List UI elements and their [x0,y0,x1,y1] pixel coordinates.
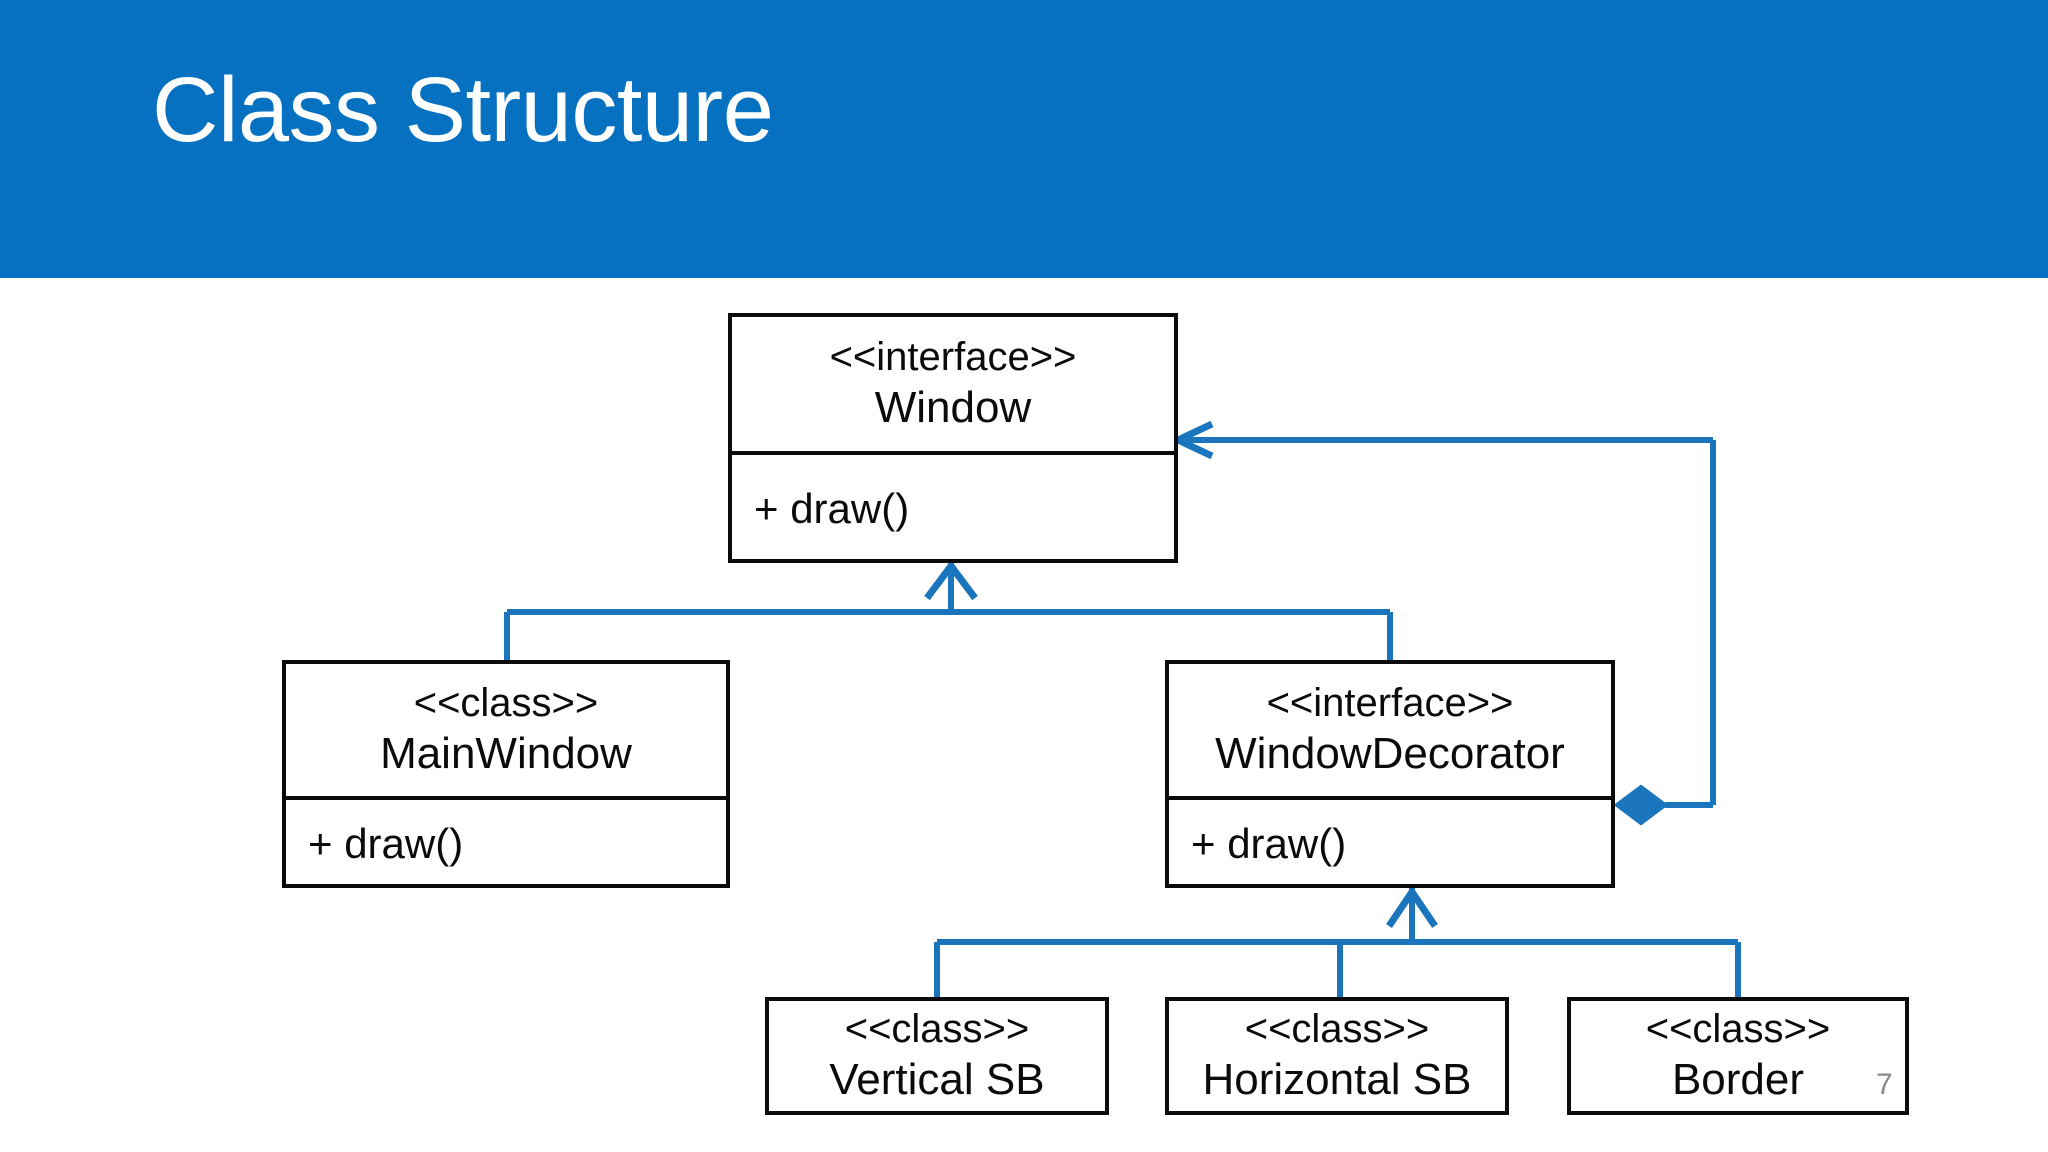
generalization-to-decorator [934,885,1741,997]
class-stereotype: <<interface>> [1266,681,1514,726]
class-stereotype: <<class>> [844,1007,1030,1052]
class-box-horizontal-sb[interactable]: <<class>> Horizontal SB [1165,997,1509,1115]
class-stereotype: <<class>> [1244,1007,1430,1052]
class-header-horizontal-sb: <<class>> Horizontal SB [1169,1001,1505,1111]
class-name: MainWindow [380,728,632,778]
class-box-vertical-sb[interactable]: <<class>> Vertical SB [765,997,1109,1115]
class-header-mainwindow: <<class>> MainWindow [286,664,726,800]
class-name: Border [1671,1054,1805,1104]
class-box-mainwindow[interactable]: <<class>> MainWindow + draw() [282,660,730,888]
class-stereotype: <<interface>> [829,335,1077,380]
class-name: Horizontal SB [1202,1054,1472,1104]
class-operation: + draw() [308,820,464,867]
class-name: Window [874,382,1032,432]
slide-number: 7 [1876,1068,1893,1101]
class-header-windowdecorator: <<interface>> WindowDecorator [1169,664,1611,800]
class-name: Vertical SB [829,1054,1045,1104]
class-operation: + draw() [754,485,910,532]
class-header-vertical-sb: <<class>> Vertical SB [769,1001,1105,1111]
slide-header-band: Class Structure [0,0,2048,278]
class-stereotype: <<class>> [413,681,599,726]
class-header-border: <<class>> Border [1571,1001,1905,1111]
aggregation-decorator-window [1169,420,1716,808]
generalization-to-window [504,560,1393,660]
aggregation-diamond-icon [1613,784,1669,826]
class-box-border[interactable]: <<class>> Border [1567,997,1909,1115]
class-box-window[interactable]: <<interface>> Window + draw() [728,313,1178,563]
class-operation: + draw() [1191,820,1347,867]
page-title: Class Structure [152,59,774,161]
class-stereotype: <<class>> [1645,1007,1831,1052]
class-name: WindowDecorator [1215,728,1565,778]
class-header-window: <<interface>> Window [732,317,1174,455]
class-box-windowdecorator[interactable]: <<interface>> WindowDecorator + draw() [1165,660,1615,888]
